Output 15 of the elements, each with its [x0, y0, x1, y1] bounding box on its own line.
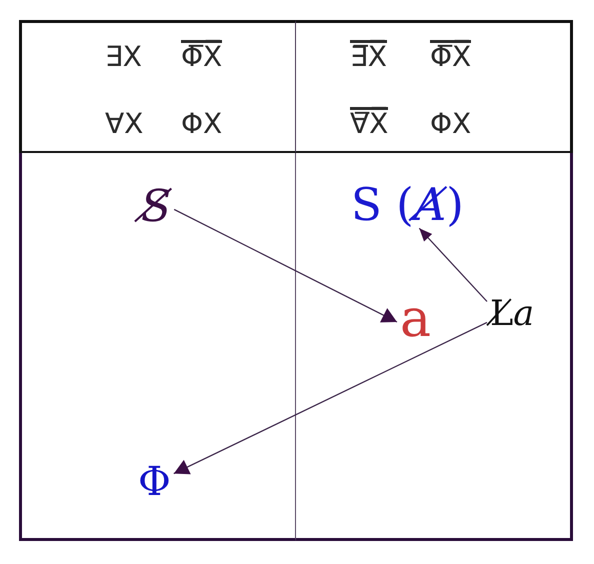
arrow [418, 228, 488, 302]
formula: ∀X [104, 106, 144, 142]
formula: ΦX [429, 106, 472, 142]
math-symbol: S (A̸) [348, 181, 467, 228]
math-symbol: Φ [135, 461, 174, 503]
table-cell [296, 20, 573, 153]
arrow [174, 208, 398, 323]
formula: ΦX [180, 106, 224, 142]
table-cell [296, 153, 573, 541]
arrow [174, 322, 488, 474]
math-symbol: L̸a [487, 296, 538, 333]
table-cell [19, 153, 296, 541]
math-symbol: a [397, 292, 434, 347]
formula: ∃X [104, 39, 143, 75]
table-cell [19, 20, 296, 153]
